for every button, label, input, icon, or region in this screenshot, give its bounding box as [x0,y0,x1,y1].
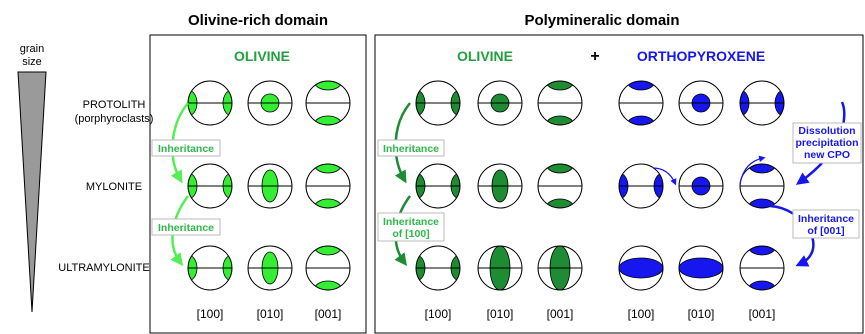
pole-figure-poly-olivine-100 [415,80,461,126]
axis-label-010: [010] [257,307,284,321]
row-label-protolith: PROTOLITH [83,99,146,111]
axis-label-100: [100] [197,307,224,321]
orthopyroxene-header: ORTHOPYROXENE [637,48,765,64]
pole-figure-poly-olivine-001 [537,80,583,126]
row-label-ultramylonite: ULTRAMYLONITE [58,262,149,274]
grain-size-label-1: grain [20,43,44,55]
olivine-header: OLIVINE [234,48,290,64]
pole-figure-olivine-010 [247,245,293,291]
poly-inheritance-100-line1: Inheritance [383,216,439,228]
pole-figure-opx-001 [739,163,785,209]
dissolution-line2: precipitation [795,137,858,149]
poly-inheritance-100-box [377,212,445,242]
pole-figure-olivine-010 [247,80,293,126]
pole-figure-olivine-100 [187,163,233,209]
inheritance-box-1 [151,139,221,157]
pole-figure-olivine-100 [187,80,233,126]
polymineralic-box [374,34,864,334]
grain-size-wedge-icon [17,71,47,313]
pole-figure-poly-olivine-010 [477,163,523,209]
opx-inheritance-box [792,209,860,239]
pole-figure-olivine-100 [187,245,233,291]
inheritance-label-2: Inheritance [158,222,214,234]
dissolution-line3: new CPO [804,149,850,161]
inheritance-box-2 [151,218,221,236]
row-label-mylonite: MYLONITE [86,181,142,193]
pole-figure-opx-010 [678,245,724,291]
axis-label-001: [001] [749,307,776,321]
pole-figure-olivine-001 [305,163,351,209]
olivine-rich-box [149,34,367,334]
pole-figure-olivine-010 [247,163,293,209]
pole-figure-poly-olivine-100 [415,245,461,291]
axis-label-001: [001] [547,307,574,321]
pole-figure-opx-001 [739,245,785,291]
pole-figure-opx-100 [618,245,664,291]
axis-label-100: [100] [628,307,655,321]
axis-label-010: [010] [688,307,715,321]
row-label-protolith-sub: (porphyroclasts) [75,113,154,125]
poly-inheritance-box-1 [377,139,445,157]
pole-figure-opx-001 [739,80,785,126]
pole-figure-opx-100 [618,163,664,209]
axis-label-100: [100] [425,307,452,321]
pole-figure-poly-olivine-010 [477,245,523,291]
opx-inheritance-line2: of [001] [807,225,844,237]
pole-figure-opx-100 [618,80,664,126]
pole-figure-olivine-001 [305,80,351,126]
inheritance-label-1: Inheritance [158,143,214,155]
pole-figure-poly-olivine-001 [537,163,583,209]
olivine-rich-domain-title: Olivine-rich domain [188,12,328,29]
dissolution-line1: Dissolution [798,125,855,137]
pole-figure-poly-olivine-001 [537,245,583,291]
dissolution-box [792,122,862,164]
poly-inheritance-label-1: Inheritance [383,143,439,155]
poly-olivine-header: OLIVINE [457,48,513,64]
pole-figure-olivine-001 [305,245,351,291]
poly-inheritance-100-line2: of [100] [392,228,429,240]
polymineralic-domain-title: Polymineralic domain [524,12,679,29]
pole-figure-opx-010 [678,163,724,209]
grain-size-label-2: size [22,56,42,68]
pole-figure-opx-010 [678,80,724,126]
opx-inheritance-line1: Inheritance [798,213,854,225]
pole-figure-poly-olivine-100 [415,163,461,209]
axis-label-001: [001] [315,307,342,321]
axis-label-010: [010] [487,307,514,321]
arrow-icon [652,167,677,186]
arrow-icon [739,155,766,185]
plus-icon: + [590,48,599,65]
pole-figure-poly-olivine-010 [477,80,523,126]
